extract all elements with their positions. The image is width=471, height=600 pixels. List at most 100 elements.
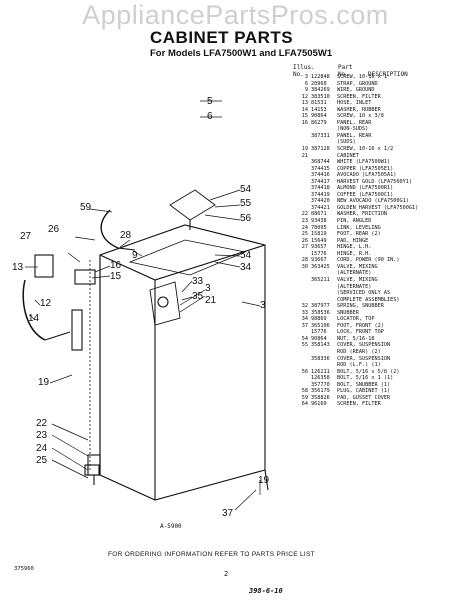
part-description: SCREEN, FILTER xyxy=(337,401,381,408)
table-header: Illus. Part No. No. DESCRIPTION xyxy=(293,64,408,78)
header-illus: Illus. xyxy=(293,64,315,71)
part-description: HINGE, R.H. xyxy=(337,250,372,257)
part-number: 365106 xyxy=(311,322,330,329)
part-description: (ALTERNATE) xyxy=(337,283,372,290)
part-description: LOCATOR, TOP xyxy=(337,316,375,323)
part-number: 93657 xyxy=(311,244,327,251)
part-description: ROD (L.F.) (1) xyxy=(337,362,381,369)
part-description: BOLT, 5/16 x 1 (1) xyxy=(337,375,394,382)
part-number: 15776 xyxy=(311,329,327,336)
part-number: 383510 xyxy=(311,93,330,100)
part-number: 81531 xyxy=(311,100,327,107)
part-description: HOSE, INLET xyxy=(337,100,372,107)
part-description: HARVEST GOLD (LFA7500Y1) xyxy=(337,178,412,185)
callout-3-right: 3 xyxy=(205,283,211,294)
part-number: 374418 xyxy=(311,185,330,192)
ordering-note: FOR ORDERING INFORMATION REFER TO PARTS … xyxy=(108,551,315,558)
part-ref: 15 xyxy=(301,113,308,120)
part-row: (SUDS) xyxy=(292,139,467,146)
part-description: SCREEN, FILTER xyxy=(337,93,381,100)
part-description: COMPLETE ASSEMBLIES) xyxy=(337,296,400,303)
part-description: HINGE, L.H. xyxy=(337,244,372,251)
header-description: DESCRIPTION xyxy=(368,71,408,78)
part-description: VALVE, MIXING xyxy=(337,276,378,283)
part-description: SCREW, 10-16 x 1 xyxy=(337,74,387,80)
header-part: Part xyxy=(338,64,353,71)
part-number: 15819 xyxy=(311,231,327,238)
part-description: COFFEE (LFA7500C1) xyxy=(337,191,394,198)
callout-54: 54 xyxy=(240,184,252,195)
part-description: (SERVICED ONLY AS xyxy=(337,290,391,297)
callout-19-right: 19 xyxy=(258,475,270,486)
callout-28: 28 xyxy=(120,230,132,241)
part-description: ROD (REAR) (2) xyxy=(337,348,381,355)
part-row: COMPLETE ASSEMBLIES) xyxy=(292,297,467,304)
part-description: SCREW, 10 x 3/8 xyxy=(337,113,384,120)
part-number: 96160 xyxy=(311,401,327,408)
part-ref: 14 xyxy=(301,106,308,113)
part-ref: 28 xyxy=(301,257,308,264)
part-description: COPPER (LFA7505E1) xyxy=(337,165,394,172)
part-description: BOLT, 5/16 x 5/8 (2) xyxy=(337,368,400,375)
part-number: 93667 xyxy=(311,257,327,264)
part-description: WIRE, GROUND xyxy=(337,87,375,94)
figure-label: A-5900 xyxy=(160,523,182,530)
callout-54-lower: 54 xyxy=(240,250,252,261)
part-row: ROD (REAR) (2) xyxy=(292,349,467,356)
part-description: PAD, HINGE xyxy=(337,237,369,244)
callout-23: 23 xyxy=(36,430,48,441)
part-number: 88671 xyxy=(311,211,327,218)
handwritten-stamp: 398-6-10 xyxy=(249,587,283,595)
callout-3: 3 xyxy=(260,300,266,311)
callout-55: 55 xyxy=(240,198,252,209)
part-number: 368744 xyxy=(311,159,330,166)
part-description: WASHER, FRICTION xyxy=(337,211,387,218)
callout-37: 37 xyxy=(222,508,234,519)
part-description: PAD, GUSSET COVER xyxy=(337,394,391,401)
callout-56: 56 xyxy=(240,213,252,224)
part-number: 358143 xyxy=(311,342,330,349)
part-ref: 55 xyxy=(301,342,308,349)
part-number: 98869 xyxy=(311,316,327,323)
page-subtitle: For Models LFA7500W1 and LFA7505W1 xyxy=(150,48,333,59)
part-description: NEW AVOCADO (LFA7500G1) xyxy=(337,198,409,205)
part-row: ROD (L.F.) (1) xyxy=(292,362,467,369)
callout-59: 59 xyxy=(80,202,92,213)
part-number: 387977 xyxy=(311,303,330,310)
callout-33: 33 xyxy=(192,276,204,287)
callout-34: 34 xyxy=(240,262,252,273)
part-number: 357770 xyxy=(311,381,330,388)
part-ref: 56 xyxy=(301,368,308,375)
part-description: PIN, ANGLED xyxy=(337,218,372,225)
part-ref: 12 xyxy=(301,93,308,100)
part-ref: 30 xyxy=(301,263,308,270)
callout-27: 27 xyxy=(20,231,32,242)
document-id: 375960 xyxy=(14,566,34,572)
part-description: (ALTERNATE) xyxy=(337,270,372,277)
part-description: COVER, SUSPENSION xyxy=(337,355,391,362)
part-number: 374421 xyxy=(311,204,330,211)
part-ref: 23 xyxy=(301,218,308,225)
